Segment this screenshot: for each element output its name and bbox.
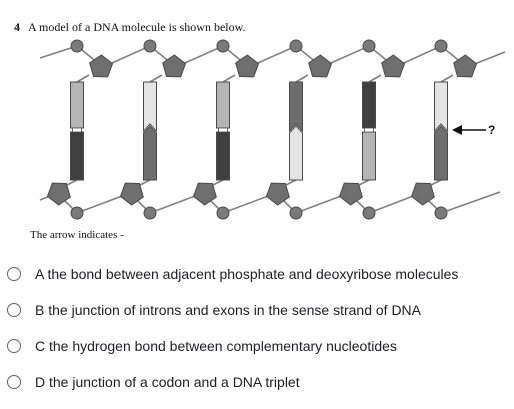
top-phosphate — [216, 39, 230, 53]
bottom-phosphate — [289, 206, 303, 220]
arrow-pointer: ? — [452, 123, 495, 137]
arrow-caption: The arrow indicates - — [30, 229, 124, 241]
bottom-sugar-link — [66, 179, 78, 186]
bottom-sugar-link — [139, 179, 151, 186]
top-sugar — [381, 54, 406, 78]
option-b-label: B the junction of introns and exons in t… — [35, 302, 422, 318]
bottom-sugar — [46, 182, 71, 206]
question-number: 4 — [14, 20, 20, 34]
top-sugar-link — [76, 74, 90, 83]
top-sugar-link — [295, 74, 309, 83]
option-d-label: D the junction of a codon and a DNA trip… — [35, 374, 300, 390]
arrow-label: ? — [488, 123, 495, 137]
bottom-phosphate — [70, 206, 84, 220]
question-header: 4 A model of a DNA molecule is shown belo… — [14, 20, 246, 35]
bottom-phosphate — [434, 206, 448, 220]
option-c[interactable]: C the hydrogen bond between complementar… — [0, 334, 514, 358]
bottom-sugar — [338, 182, 363, 206]
top-sugar-link — [222, 74, 236, 83]
option-a-label: A the bond between adjacent phosphate an… — [35, 266, 459, 282]
radio-b[interactable] — [7, 303, 21, 317]
top-base — [70, 81, 84, 129]
top-sugar — [308, 54, 333, 78]
bottom-base — [143, 125, 157, 181]
bottom-sugar — [192, 182, 217, 206]
bottom-sugar-link — [430, 179, 442, 186]
top-sugar — [453, 54, 478, 78]
bottom-base — [434, 125, 448, 181]
top-base — [289, 81, 303, 133]
option-c-label: C the hydrogen bond between complementar… — [35, 338, 397, 354]
top-phosphate — [143, 39, 157, 53]
top-base — [216, 81, 230, 129]
bottom-base — [216, 131, 230, 181]
radio-a[interactable] — [7, 267, 21, 281]
top-sugar-link — [440, 74, 454, 83]
dna-model-figure: ? — [39, 39, 506, 220]
bottom-sugar-link — [212, 179, 224, 186]
bottom-sugar — [265, 182, 290, 206]
bottom-phosphate — [216, 206, 230, 220]
bottom-base — [70, 131, 84, 181]
question-prompt: A model of a DNA molecule is shown below… — [28, 20, 246, 34]
option-b[interactable]: B the junction of introns and exons in t… — [0, 298, 514, 322]
bottom-base — [362, 131, 376, 181]
top-phosphate — [362, 39, 376, 53]
base-junction — [72, 127, 82, 133]
bottom-sugar — [410, 182, 435, 206]
bottom-phosphate — [143, 206, 157, 220]
top-phosphate — [434, 39, 448, 53]
bottom-sugar-link — [285, 179, 297, 186]
top-sugar-link — [149, 74, 163, 83]
top-sugar — [162, 54, 187, 78]
top-phosphate — [70, 39, 84, 53]
top-sugar-link — [368, 74, 382, 83]
bottom-phosphate — [362, 206, 376, 220]
radio-d[interactable] — [7, 375, 21, 389]
bottom-base — [289, 125, 303, 181]
base-junction — [218, 127, 228, 133]
top-base — [143, 81, 157, 133]
top-sugar — [89, 54, 114, 78]
base-pairs — [70, 81, 448, 181]
top-base — [362, 81, 376, 129]
option-d[interactable]: D the junction of a codon and a DNA trip… — [0, 370, 514, 394]
top-phosphate — [289, 39, 303, 53]
base-junction — [364, 127, 374, 133]
arrow-head — [452, 125, 462, 135]
radio-c[interactable] — [7, 339, 21, 353]
top-backbone — [39, 39, 506, 83]
top-base — [434, 81, 448, 133]
bottom-sugar — [119, 182, 144, 206]
top-sugar — [235, 54, 260, 78]
bottom-backbone — [39, 179, 501, 220]
option-a[interactable]: A the bond between adjacent phosphate an… — [0, 262, 514, 286]
bottom-sugar-link — [358, 179, 370, 186]
